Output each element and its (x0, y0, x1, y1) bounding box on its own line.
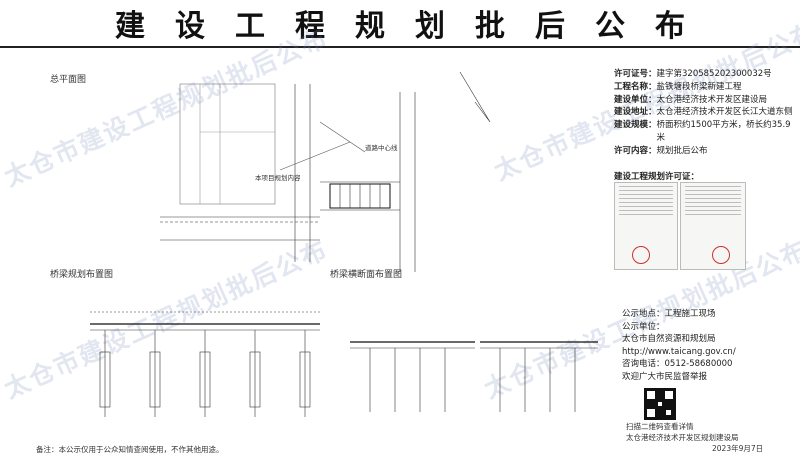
license-title: 建设工程规划许可证： (614, 172, 700, 182)
drawing-svg (90, 71, 598, 417)
info-row: 工程名称：盐铁塘段桥梁新建工程 (614, 81, 742, 92)
pub-unit: 太仓市自然资源和规划局 (622, 334, 716, 344)
page-header: 建设工程规划批后公布 (0, 0, 800, 48)
page-title: 建设工程规划批后公布 (115, 9, 715, 44)
info-row: 建设单位：太仓港经济技术开发区建设局 (614, 94, 768, 105)
info-row: 建设地址：太仓港经济技术开发区长江大道东侧 (614, 107, 793, 118)
engineering-drawing: 总平面图 桥梁规划布置图 桥梁横断面布置图 本项目规划内容 道路中心线 (20, 62, 600, 452)
elevation-label: 桥梁规划布置图 (50, 270, 114, 280)
pub-note: 欢迎广大市民监督举报 (622, 371, 708, 382)
drawing-note: 本项目规划内容 (255, 174, 301, 182)
pub-website[interactable]: http://www.taicang.gov.cn/ (622, 346, 736, 357)
info-row: 许可证号：建字第320585202300032号 (614, 69, 772, 79)
drawing-note: 道路中心线 (365, 144, 398, 152)
pub-unit-label: 公示单位： (622, 321, 665, 332)
footnote: 备注：本公示仅用于公众知情查阅使用，不作其他用途。 (36, 445, 224, 454)
seal-icon (712, 246, 730, 264)
section-label: 桥梁横断面布置图 (330, 270, 403, 280)
info-row: 建设规模：桥面积约1500平方米，桥长约35.9米 (614, 120, 791, 143)
qr-code-icon (644, 388, 676, 420)
project-info: 许可证号：建字第320585202300032号 工程名称：盐铁塘段桥梁新建工程… (614, 68, 794, 158)
issuing-department: 太仓港经济技术开发区规划建设局 (626, 433, 739, 442)
seal-icon (632, 246, 650, 264)
qr-caption: 扫描二维码查看详情 (626, 422, 694, 431)
site-plan-label: 总平面图 (50, 75, 87, 85)
info-row: 许可内容：规划批后公布 (614, 145, 708, 156)
publish-date: 2023年9月7日 (712, 444, 764, 453)
publication-info: 公示地点：工程施工现场 公示单位： 太仓市自然资源和规划局 http://www… (622, 308, 798, 383)
pub-phone: 咨询电话：0512-58680000 (622, 359, 733, 369)
pub-location: 公示地点：工程施工现场 (622, 309, 716, 319)
